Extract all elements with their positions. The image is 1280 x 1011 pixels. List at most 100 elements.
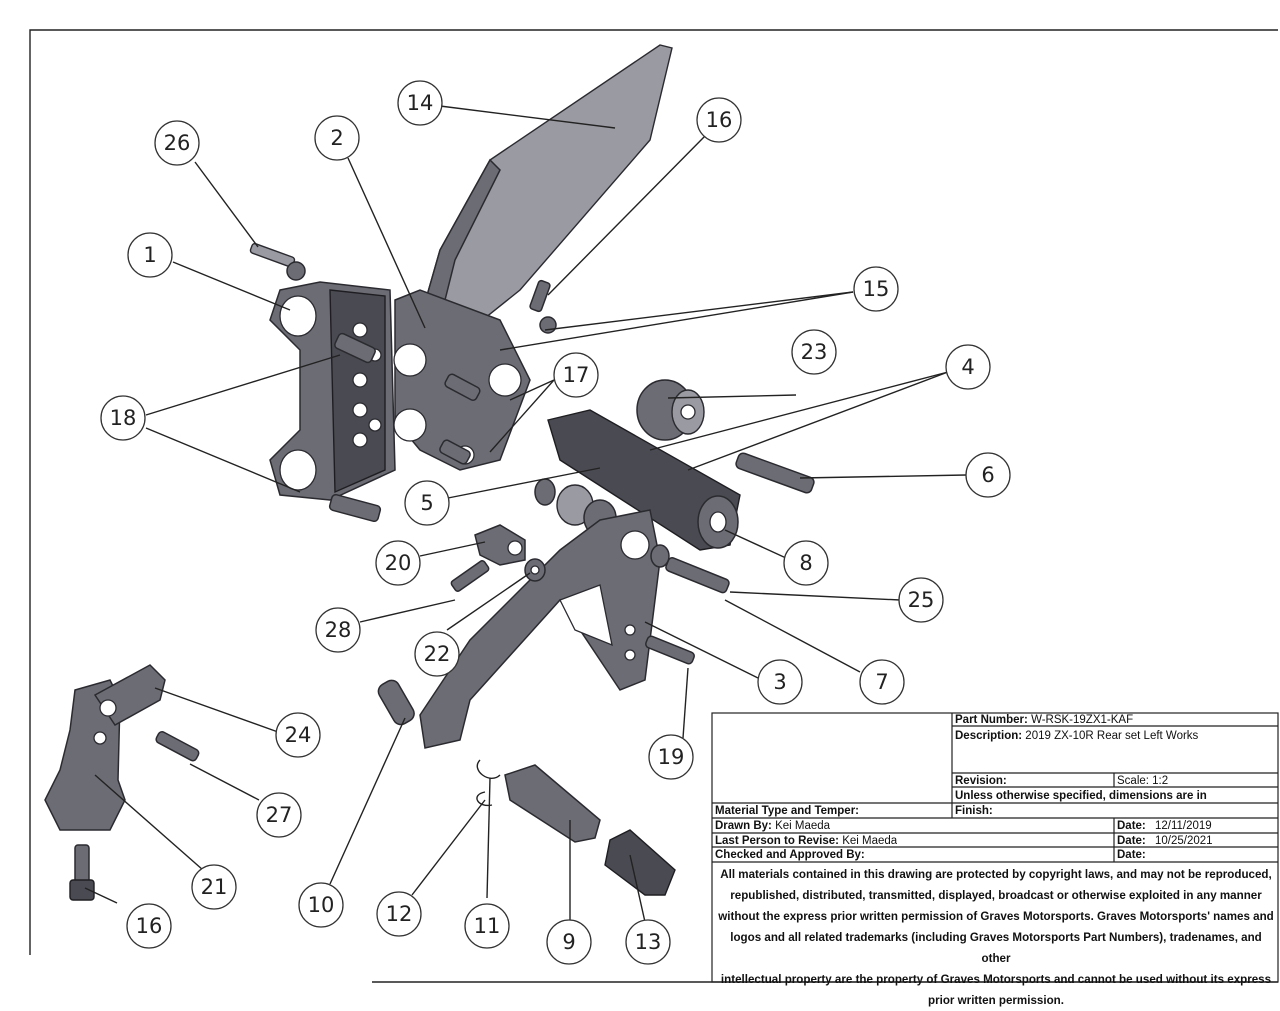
balloon-label: 25: [908, 588, 935, 612]
balloon-16: 16: [696, 97, 742, 143]
finish-label: Finish:: [955, 805, 993, 817]
balloon-15: 15: [853, 266, 899, 312]
balloon-6: 6: [965, 452, 1011, 498]
units-note: Unless otherwise specified, dimensions a…: [955, 790, 1207, 802]
part-19-bolt: [645, 635, 695, 665]
balloon-circle: [464, 903, 510, 949]
balloon-17: 16: [126, 903, 172, 949]
balloon-label: 19: [658, 745, 685, 769]
balloon-label: 8: [799, 551, 812, 575]
balloon-circle: [126, 903, 172, 949]
notice-line-4: logos and all related trademarks (includ…: [730, 931, 1262, 965]
balloon-circle: [414, 631, 460, 677]
balloon-18: 17: [553, 352, 599, 398]
balloon-circle: [275, 712, 321, 758]
balloon-circle: [546, 919, 592, 965]
checked-date-label: Date:: [1117, 849, 1146, 861]
part-25-bolt: [665, 556, 730, 594]
balloon-circle: [757, 659, 803, 705]
balloon-circle: [648, 734, 694, 780]
drawn-date-label: Date:: [1117, 820, 1146, 832]
balloon-26: 25: [898, 577, 944, 623]
part-10-pin: [377, 679, 415, 726]
balloon-label: 6: [981, 463, 994, 487]
balloon-label: 27: [266, 803, 293, 827]
balloon-circle: [315, 607, 361, 653]
balloon-11: 11: [464, 903, 510, 949]
description-value: 2019 ZX-10R Rear set Left Works: [1025, 730, 1199, 742]
balloon-circle: [783, 540, 829, 586]
balloon-circle: [898, 577, 944, 623]
balloon-label: 9: [562, 930, 575, 954]
notice-line-3: without the express prior written permis…: [718, 910, 1274, 923]
balloon-label: 15: [863, 277, 890, 301]
balloon-4: 4: [945, 344, 991, 390]
balloon-circle: [127, 232, 173, 278]
part-18-bolt-b: [328, 493, 382, 523]
part-number-label: Part Number:: [955, 714, 1028, 726]
part-28-bolt: [450, 560, 490, 592]
part-number-row: Part Number: W-RSK-19ZX1-KAF: [955, 713, 1133, 727]
part-3-shift-lever: [419, 509, 661, 749]
balloon-label: 12: [386, 902, 413, 926]
balloon-circle: [154, 120, 200, 166]
balloon-20: 19: [648, 734, 694, 780]
balloon-circle: [625, 919, 671, 965]
drawn-by-label: Drawn By:: [715, 820, 772, 832]
part-8-foot-peg: [547, 409, 741, 551]
balloon-label: 18: [110, 406, 137, 430]
balloon-label: 4: [961, 355, 974, 379]
balloon-10: 10: [298, 882, 344, 928]
balloon-label: 17: [563, 363, 590, 387]
balloon-24: 23: [791, 329, 837, 375]
balloon-circle: [256, 792, 302, 838]
balloon-3: 3: [757, 659, 803, 705]
balloon-23: 22: [414, 631, 460, 677]
leader-lines: [84, 105, 967, 923]
balloon-8: 8: [783, 540, 829, 586]
balloon-circle: [100, 395, 146, 441]
balloon-19: 18: [100, 395, 146, 441]
balloon-label: 10: [308, 893, 335, 917]
part-number-value: W-RSK-19ZX1-KAF: [1031, 714, 1134, 726]
balloon-2: 2: [314, 115, 360, 161]
balloon-label: 26: [164, 131, 191, 155]
notice-line-2: republished, distributed, transmitted, d…: [730, 889, 1262, 902]
balloon-circle: [859, 659, 905, 705]
balloon-label: 28: [325, 618, 352, 642]
last-revise-value: Kei Maeda: [842, 835, 898, 847]
balloon-1: 1: [127, 232, 173, 278]
balloon-label: 24: [285, 723, 312, 747]
balloon-7: 7: [859, 659, 905, 705]
balloon-27: 26: [154, 120, 200, 166]
balloon-label: 14: [407, 91, 434, 115]
balloons: 1234567891011121314151616171819202122232…: [100, 80, 1011, 965]
balloon-21: 20: [375, 540, 421, 586]
balloon-circle: [375, 540, 421, 586]
balloon-label: 1: [143, 243, 156, 267]
revise-date-label: Date:: [1117, 835, 1146, 847]
description-label: Description:: [955, 730, 1023, 742]
balloon-label: 3: [773, 670, 786, 694]
description-row: Description: 2019 ZX-10R Rear set Left W…: [955, 729, 1198, 743]
part-9-pin: [504, 764, 601, 843]
balloon-label: 16: [136, 914, 163, 938]
last-revise-row: Last Person to Revise: Kei Maeda: [715, 834, 897, 848]
balloon-label: 22: [424, 642, 451, 666]
balloon-22: 21: [191, 864, 237, 910]
notice-line-6: prior written permission.: [928, 994, 1064, 1007]
last-revise-label: Last Person to Revise:: [715, 835, 839, 847]
balloon-14: 14: [397, 80, 443, 126]
balloon-29: 28: [315, 607, 361, 653]
balloon-label: 16: [706, 108, 733, 132]
part-17-bolt: [444, 373, 481, 401]
revise-date-value: 10/25/2021: [1154, 835, 1213, 847]
scale-value: Scale: 1:2: [1117, 775, 1169, 787]
notice-line-5: intellectual property are the property o…: [720, 973, 1272, 986]
revision-label: Revision:: [955, 775, 1007, 787]
checked-label: Checked and Approved By:: [715, 849, 865, 861]
balloon-label: 7: [875, 670, 888, 694]
balloon-9: 9: [546, 919, 592, 965]
balloon-circle: [397, 80, 443, 126]
balloon-label: 11: [474, 914, 501, 938]
